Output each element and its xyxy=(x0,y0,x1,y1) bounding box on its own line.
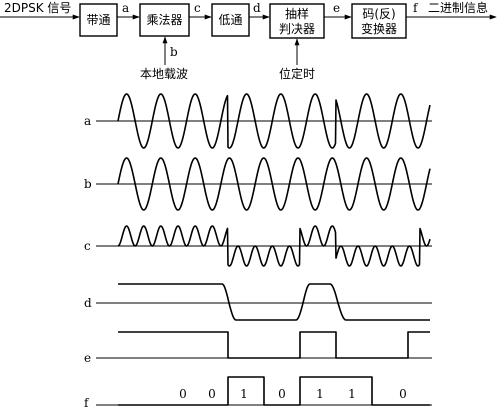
bandpass-filter-block xyxy=(79,3,118,37)
converter-label-line2: 变换器 xyxy=(361,21,397,36)
waveform-a-dpsk-signal xyxy=(117,93,431,149)
bit-label: 1 xyxy=(316,387,324,401)
waveform-f-binary-output xyxy=(118,376,430,406)
local-carrier-label: 本地载波 xyxy=(140,67,188,81)
sampler-label-line2: 判决器 xyxy=(279,22,315,36)
bit-label: 1 xyxy=(240,387,248,401)
bit-label: 0 xyxy=(399,387,407,401)
converter-label-line1: 码(反) xyxy=(362,7,395,21)
signal-b-label: b xyxy=(170,45,178,59)
bit-label: 0 xyxy=(208,387,216,401)
bit-label: 0 xyxy=(179,387,187,401)
bit-label: 0 xyxy=(278,387,286,401)
row-label-c: c xyxy=(84,239,91,253)
bit-timing-label: 位定时 xyxy=(279,66,315,81)
waveform-e-decision-output xyxy=(118,331,430,359)
signal-f-label: f xyxy=(413,1,419,15)
lowpass-filter-block xyxy=(211,3,250,37)
row-label-a: a xyxy=(84,114,91,128)
output-label: 二进制信息 xyxy=(428,0,488,15)
sampler-decision-block xyxy=(269,3,325,39)
signal-d-label: d xyxy=(253,1,261,15)
row-label-b: b xyxy=(84,177,92,191)
signal-a-label: a xyxy=(122,1,129,15)
bandpass-label: 带通 xyxy=(86,13,110,27)
bit-label: 1 xyxy=(348,387,356,401)
lowpass-label: 低通 xyxy=(218,13,242,27)
row-label-d: d xyxy=(84,296,92,310)
row-label-f: f xyxy=(84,396,90,409)
input-label: 2DPSK 信号 xyxy=(4,1,71,15)
sampler-label-line1: 抽样 xyxy=(285,6,309,21)
signal-c-label: c xyxy=(194,1,201,15)
waveform-c-product xyxy=(117,225,431,267)
multiplier-block xyxy=(139,3,190,37)
row-label-e: e xyxy=(84,351,91,365)
signal-e-label: e xyxy=(333,1,340,15)
multiplier-label: 乘法器 xyxy=(146,13,182,27)
code-converter-block xyxy=(351,3,407,39)
waveform-d-lowpass-output xyxy=(117,283,431,321)
waveform-b-local-carrier xyxy=(117,157,431,211)
